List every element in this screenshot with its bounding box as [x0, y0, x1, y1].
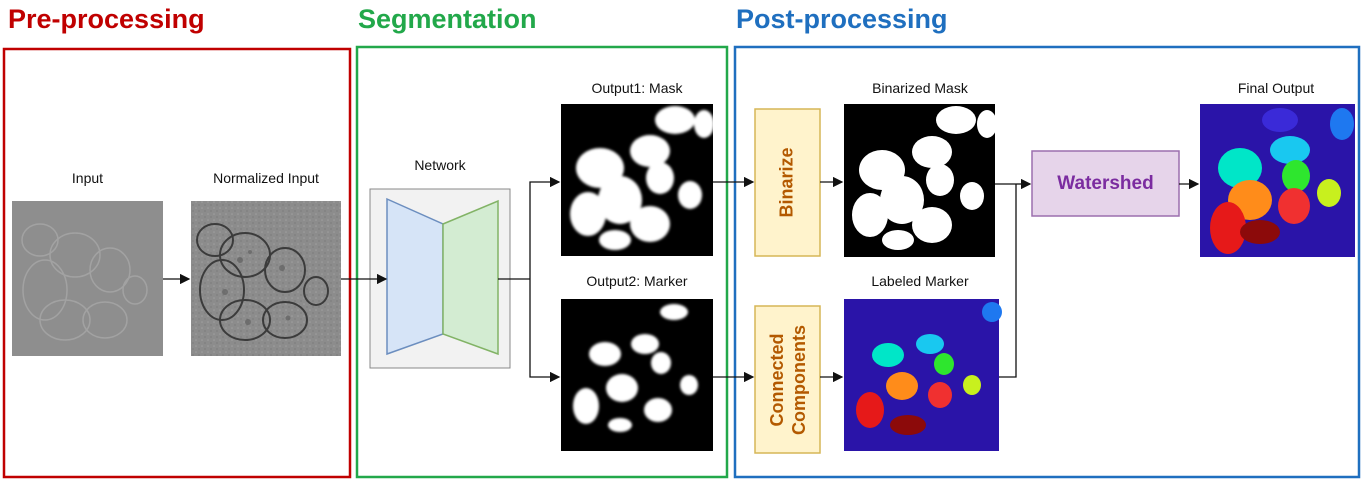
postprocessing-title: Post-processing — [736, 4, 948, 34]
connected-components-text: Connected Components — [766, 325, 810, 435]
normalized-input-label: Normalized Input — [213, 170, 319, 186]
segmentation-frame — [355, 45, 729, 479]
connected-line1: Connected — [766, 333, 787, 427]
labeled-marker-label: Labeled Marker — [871, 273, 969, 289]
binarized-mask-label: Binarized Mask — [872, 80, 968, 96]
binarize-text: Binarize — [777, 147, 797, 218]
final-output-image — [1200, 104, 1355, 257]
network-block — [369, 188, 511, 369]
arrow-to-output1 — [529, 176, 561, 279]
output1-mask-image — [561, 104, 714, 256]
connected-line2: Components — [788, 324, 809, 435]
normalized-input-image — [191, 201, 341, 356]
decoder-shape — [442, 199, 499, 356]
binarize-box — [754, 108, 821, 257]
input-image — [12, 201, 163, 356]
binarize-step: Binarize — [755, 109, 820, 256]
connector-labeled-to-join — [999, 184, 1017, 378]
output1-label: Output1: Mask — [591, 80, 683, 96]
connected-components-step: Connected Components — [755, 306, 820, 453]
segmentation-title: Segmentation — [358, 4, 537, 34]
output2-label: Output2: Marker — [586, 273, 688, 289]
watershed-step: Watershed — [1032, 151, 1179, 216]
final-output-label: Final Output — [1237, 80, 1315, 96]
preprocessing-title: Pre-processing — [8, 4, 205, 34]
input-label: Input — [71, 170, 104, 186]
labeled-marker-image — [844, 299, 1002, 451]
connected-components-box — [754, 305, 821, 454]
preprocessing-frame — [2, 47, 352, 479]
arrow-to-output2 — [529, 279, 561, 383]
connectors — [163, 176, 1200, 383]
encoder-shape — [386, 197, 444, 356]
network-label: Network — [414, 157, 466, 173]
output2-marker-image — [561, 299, 713, 451]
watershed-text: Watershed — [1057, 172, 1154, 194]
binarized-mask-image — [844, 104, 997, 257]
postprocessing-frame — [733, 45, 1361, 479]
watershed-box — [1031, 150, 1180, 217]
